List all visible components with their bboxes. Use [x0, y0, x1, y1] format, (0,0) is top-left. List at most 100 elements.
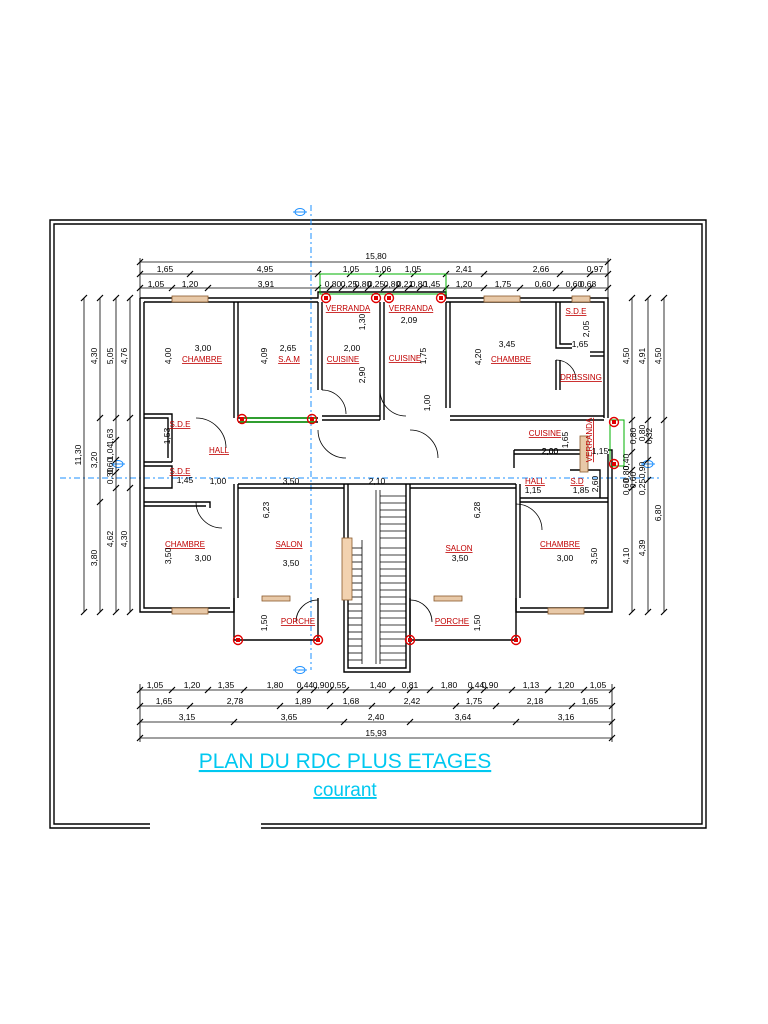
- dim-top-row2: 1,05: [148, 279, 165, 289]
- dim-interior: 4,09: [259, 347, 269, 364]
- dim-bottom-row1: 1,20: [184, 680, 201, 690]
- dim-bottom-row2: 1,89: [295, 696, 312, 706]
- dim-interior: 1,50: [472, 614, 482, 631]
- dim-left: 1,63: [105, 428, 115, 445]
- dim-right: 4,50: [621, 347, 631, 364]
- structural-columns: [232, 292, 620, 646]
- column-core: [240, 417, 244, 421]
- dim-bottom-row1: 0,90: [482, 680, 499, 690]
- dim-top-row1: 1,65: [157, 264, 174, 274]
- dim-interior: 1,65: [560, 431, 570, 448]
- dim-top-row1: 4,95: [257, 264, 274, 274]
- dim-top-row1: 1,06: [375, 264, 392, 274]
- dim-bottom-row1: 0,90: [313, 680, 330, 690]
- dim-interior: 3,50: [452, 553, 469, 563]
- dim-left: 5,05: [105, 347, 115, 364]
- room-label: S.A.M: [278, 355, 300, 364]
- dim-right: 4,91: [637, 347, 647, 364]
- dim-interior: 3,50: [589, 547, 599, 564]
- dim-top-row2: 0,21: [397, 279, 414, 289]
- dim-right: 0,80: [637, 424, 647, 441]
- plan-subtitle: courant: [313, 780, 377, 801]
- column-core: [408, 638, 412, 642]
- dim-interior: 3,00: [557, 553, 574, 563]
- dim-interior: 1,85: [573, 485, 590, 495]
- dim-interior: 2,65: [280, 343, 297, 353]
- column-marker: [383, 292, 395, 304]
- dim-bottom-row1: 0,81: [402, 680, 419, 690]
- dim-right: 4,39: [637, 539, 647, 556]
- column-core: [612, 462, 616, 466]
- axis-marker-left: [111, 460, 125, 468]
- dim-bottom-row2: 1,68: [343, 696, 360, 706]
- dim-top-total: 15,80: [365, 251, 387, 261]
- dim-bottom-row2: 2,78: [227, 696, 244, 706]
- dim-right: 0,60: [628, 471, 638, 488]
- dim-interior: 3,00: [195, 553, 212, 563]
- column-marker: [608, 458, 620, 470]
- dim-interior: 2,60: [590, 475, 600, 492]
- dim-bottom-row1: 0,44: [297, 680, 314, 690]
- dim-interior: 1,15: [592, 446, 609, 456]
- dim-right: 0,80: [628, 427, 638, 444]
- room-label: CHAMBRE: [182, 355, 222, 364]
- dim-bottom-row2: 2,18: [527, 696, 544, 706]
- column-marker: [608, 416, 620, 428]
- dim-top-row1: 1,05: [343, 264, 360, 274]
- room-label: HALL: [209, 446, 230, 455]
- dim-top-row2: 0,68: [580, 279, 597, 289]
- top-dimension-ticks: [136, 258, 612, 292]
- dim-left: 3,20: [89, 451, 99, 468]
- sheet-frame: [49, 219, 707, 829]
- column-marker: [435, 292, 447, 304]
- dim-bottom-row2: 2,42: [404, 696, 421, 706]
- dim-left: 1,04: [105, 443, 115, 460]
- dim-left: 0,60: [105, 457, 115, 474]
- dim-interior: 1,65: [572, 339, 589, 349]
- dim-interior: 2,00: [344, 343, 361, 353]
- room-label: CUISINE: [389, 354, 421, 363]
- dim-top-row1: 2,66: [533, 264, 550, 274]
- column-core: [387, 296, 391, 300]
- dim-top-row2: 0,25: [368, 279, 385, 289]
- dim-left: 4,30: [89, 347, 99, 364]
- dim-bottom-row1: 1,80: [267, 680, 284, 690]
- dim-bottom-row1: 1,80: [441, 680, 458, 690]
- room-label: VERRANDA: [585, 417, 594, 462]
- dim-right: 0,32: [644, 427, 654, 444]
- dim-interior: 1,75: [418, 347, 428, 364]
- dim-top-row2: 3,91: [258, 279, 275, 289]
- column-core: [316, 638, 320, 642]
- dim-interior: 2,05: [581, 320, 591, 337]
- axis-lines: [60, 205, 660, 674]
- dim-bottom-row1: 0,55: [330, 680, 347, 690]
- dim-right: 0,90: [637, 461, 647, 478]
- dim-bottom-row1: 0,44: [468, 680, 485, 690]
- dim-top-row2: 0,80: [355, 279, 372, 289]
- dim-top-row2: 1,75: [495, 279, 512, 289]
- top-dimension-lines: [139, 258, 609, 300]
- room-label: S.D.E: [170, 467, 191, 476]
- dim-interior: 3,45: [499, 339, 516, 349]
- column-core: [514, 638, 518, 642]
- column-marker: [510, 634, 522, 646]
- dim-interior: 1,00: [422, 394, 432, 411]
- room-label: DRESSING: [560, 373, 602, 382]
- dim-bottom-row1: 1,13: [523, 680, 540, 690]
- column-marker: [232, 634, 244, 646]
- dim-interior: 4,20: [473, 348, 483, 365]
- dim-bottom-row1: 1,05: [147, 680, 164, 690]
- dim-top-row2: 0,60: [535, 279, 552, 289]
- room-label: CHAMBRE: [540, 540, 580, 549]
- dim-left: 3,80: [89, 549, 99, 566]
- room-label: HALL: [525, 477, 546, 486]
- room-label: PORCHE: [281, 617, 315, 626]
- dim-bottom-row2: 1,75: [466, 696, 483, 706]
- column-marker: [236, 413, 248, 425]
- dim-left: 4,62: [105, 530, 115, 547]
- staircase: [348, 490, 406, 664]
- verranda-railings: [240, 273, 625, 467]
- dim-top-row2: 1,45: [424, 279, 441, 289]
- door-swings: [195, 359, 577, 623]
